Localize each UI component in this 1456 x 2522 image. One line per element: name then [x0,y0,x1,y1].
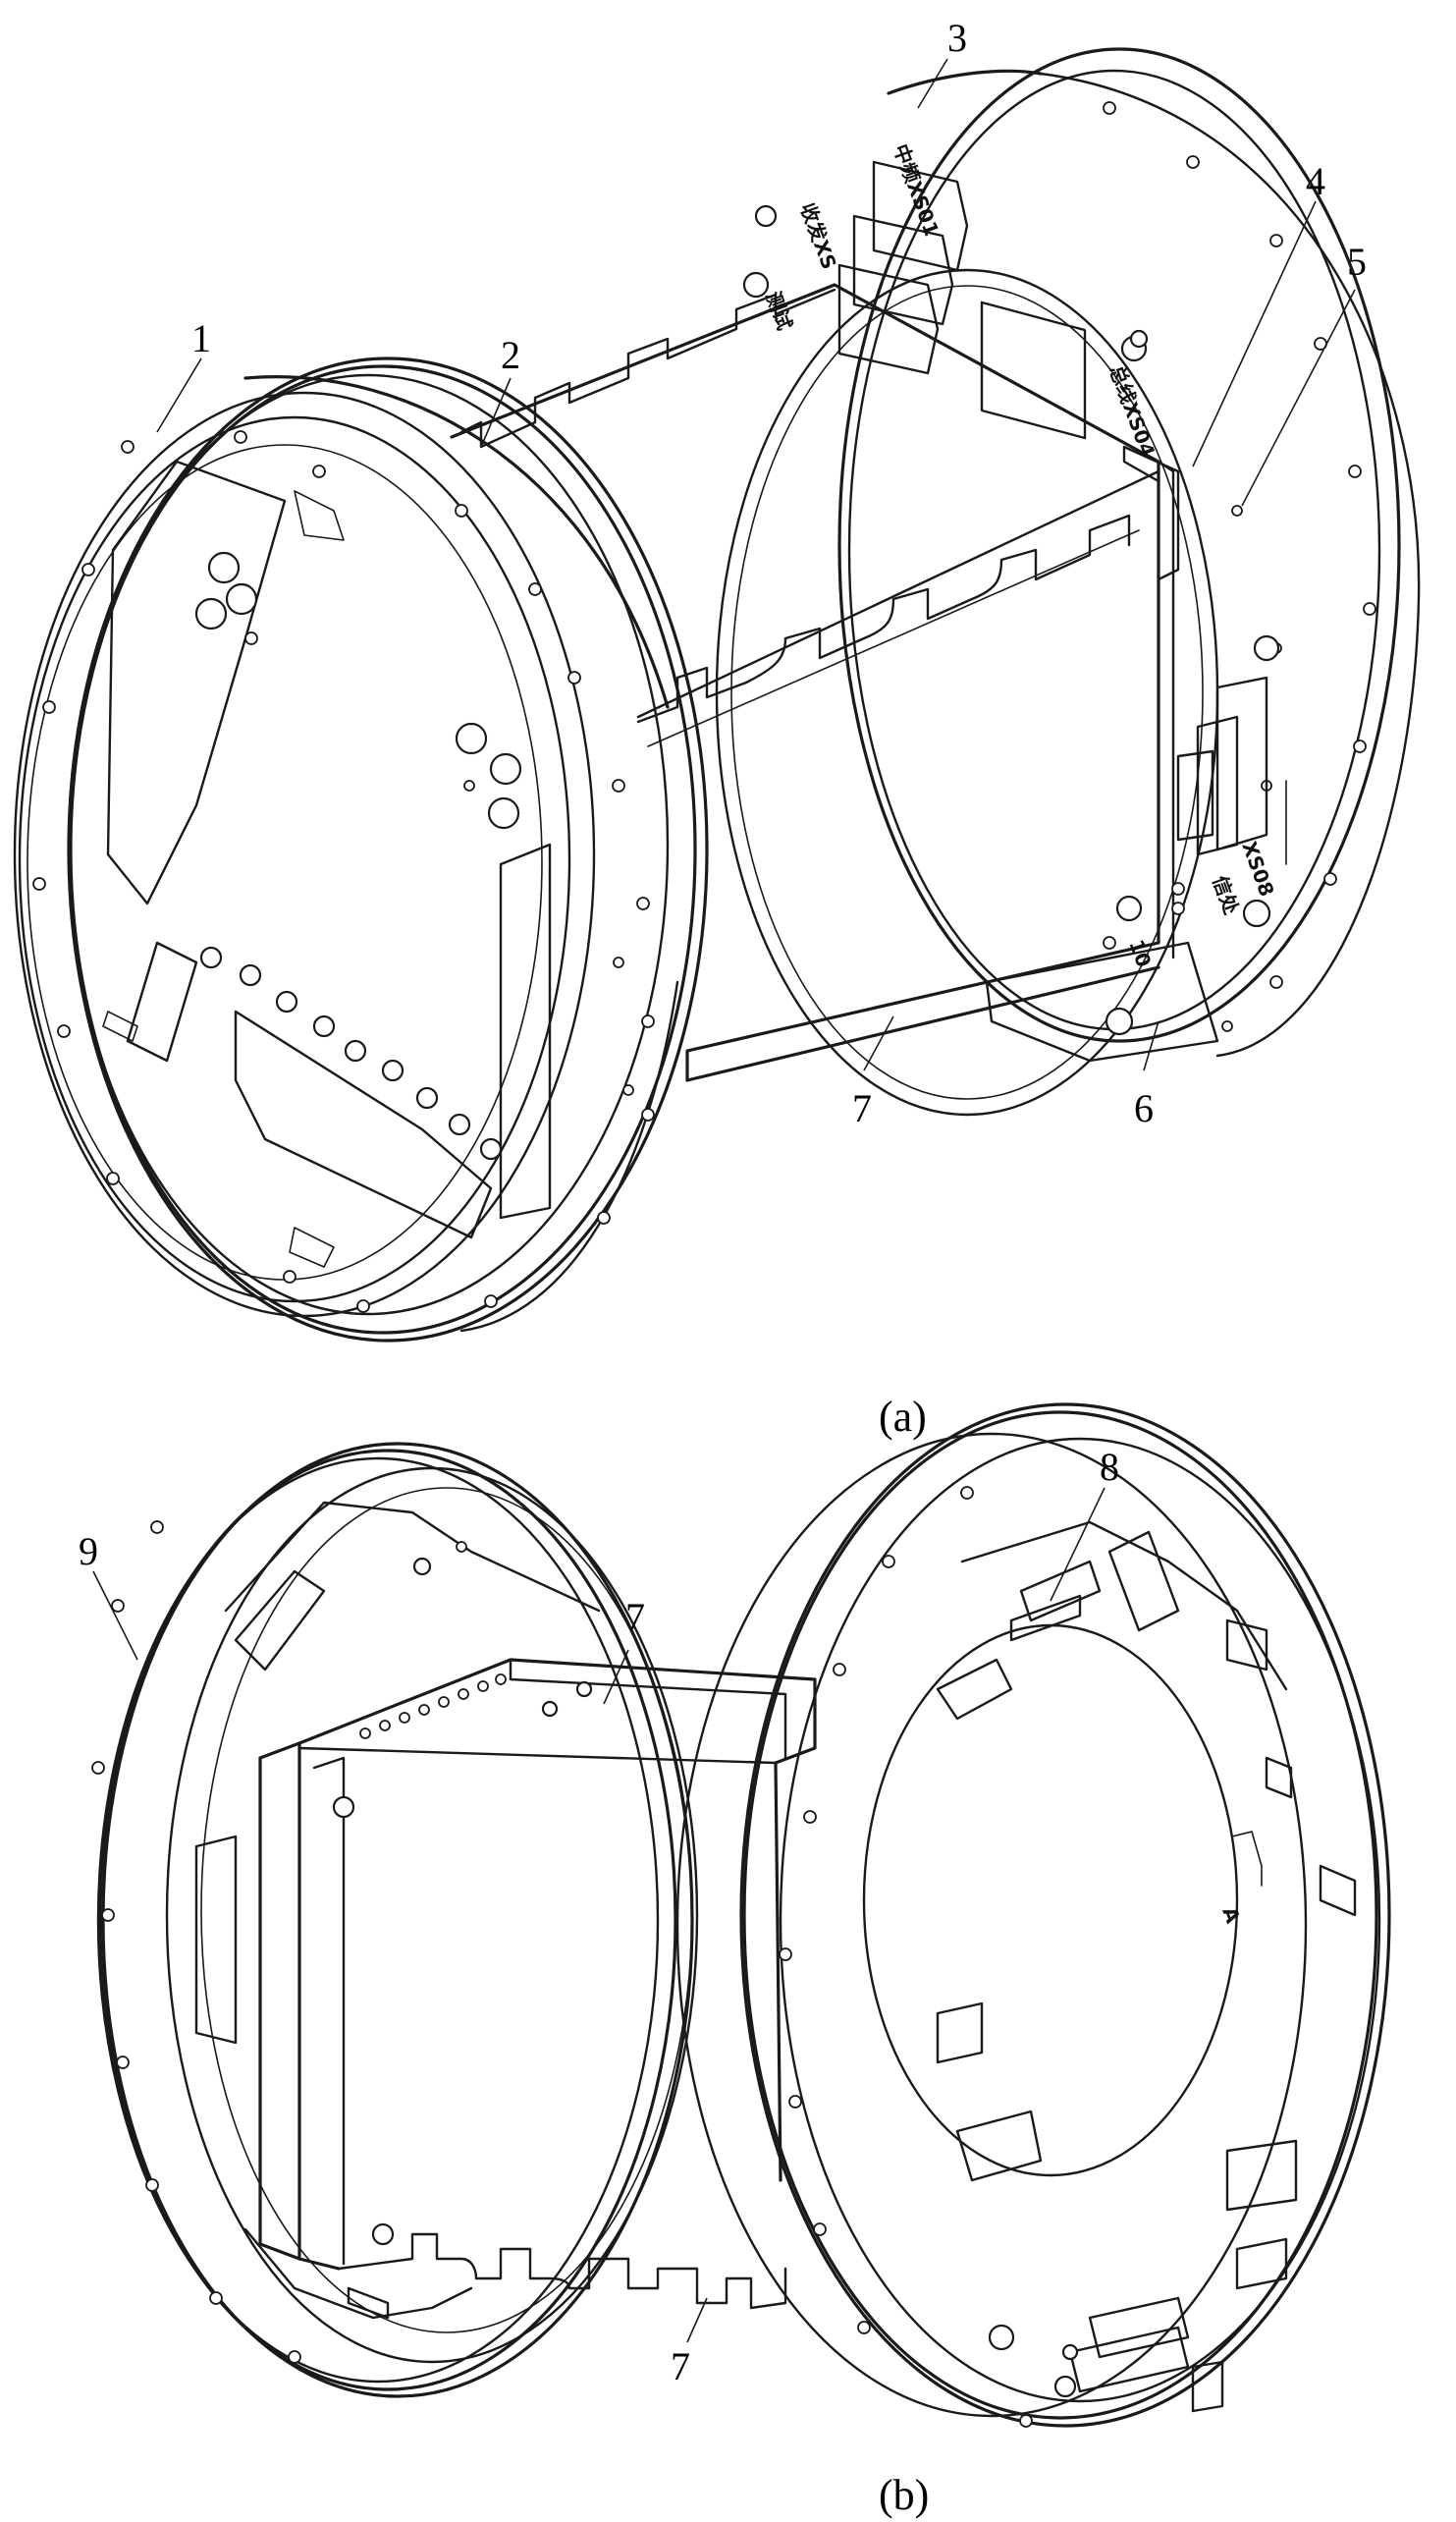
central-box-b [260,1660,815,2308]
left-ring-a [15,358,707,1341]
panel-label-test: 测试 [761,289,796,334]
callout-8: 8 [1100,1445,1119,1489]
figure-b: A 7 7 8 9 (b) [79,1404,1389,2519]
panel-label-rxtx: 收发XS [795,200,840,273]
left-ring-b [92,1444,697,2396]
figure-a: 收发XS 中频XS01 总线XS04 信处 XS08 测试 10 1 2 3 4… [15,16,1419,1441]
right-ring-b [677,1404,1389,2427]
callout-5: 5 [1347,240,1367,284]
callout-7-a: 7 [852,1086,872,1130]
panel-label-a: A [1217,1904,1245,1927]
leader-1 [157,358,201,432]
callout-6: 6 [1134,1086,1154,1130]
panel-label-xs08: XS08 [1237,839,1278,900]
panel-label-bus-xs04: 总线XS04 [1105,362,1159,461]
callout-7-b-top: 7 [625,1595,645,1639]
panel-label-10: 10 [1124,937,1156,970]
caption-a: (a) [879,1393,927,1441]
leader-7b-bottom [687,2298,707,2342]
callout-1: 1 [191,316,211,360]
leader-7a [864,1016,893,1070]
callout-2: 2 [501,333,520,377]
callout-9: 9 [79,1529,98,1573]
leader-9 [93,1571,137,1660]
callout-7-b-bottom: 7 [671,2344,690,2388]
right-ring-a [717,49,1419,1115]
panel-label-signal: 信处 [1208,873,1244,919]
leader-4 [1193,201,1316,466]
leader-6 [1144,1021,1159,1070]
connectors-a [839,162,1286,864]
callout-3: 3 [947,16,967,60]
caption-b: (b) [879,2471,929,2519]
callout-4: 4 [1306,159,1325,203]
